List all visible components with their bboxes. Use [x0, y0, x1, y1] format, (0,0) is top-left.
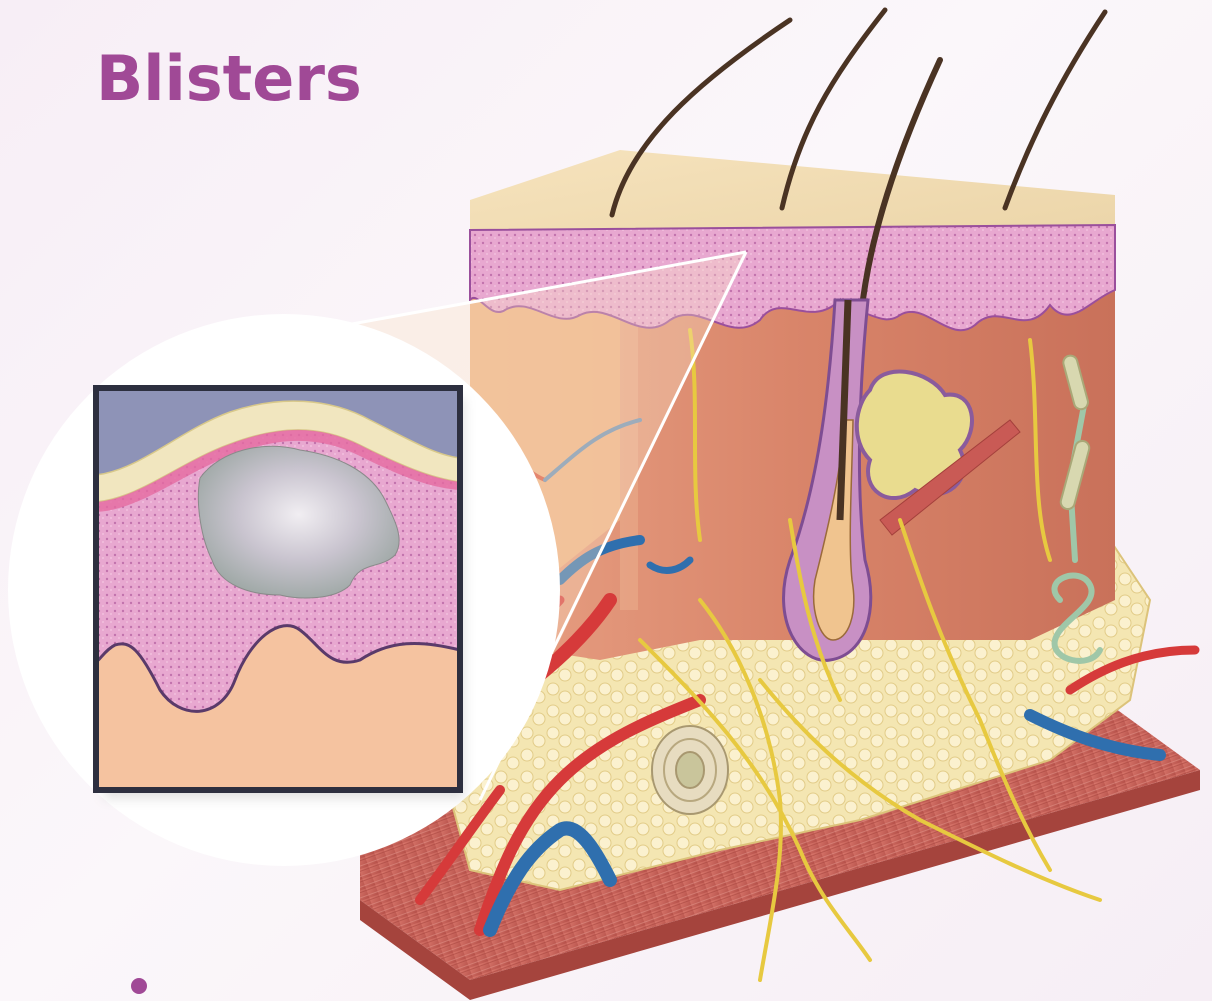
purple-dot-icon	[131, 978, 147, 994]
magnified-blister-inset	[8, 314, 560, 866]
pacinian-corpuscle	[652, 726, 728, 814]
